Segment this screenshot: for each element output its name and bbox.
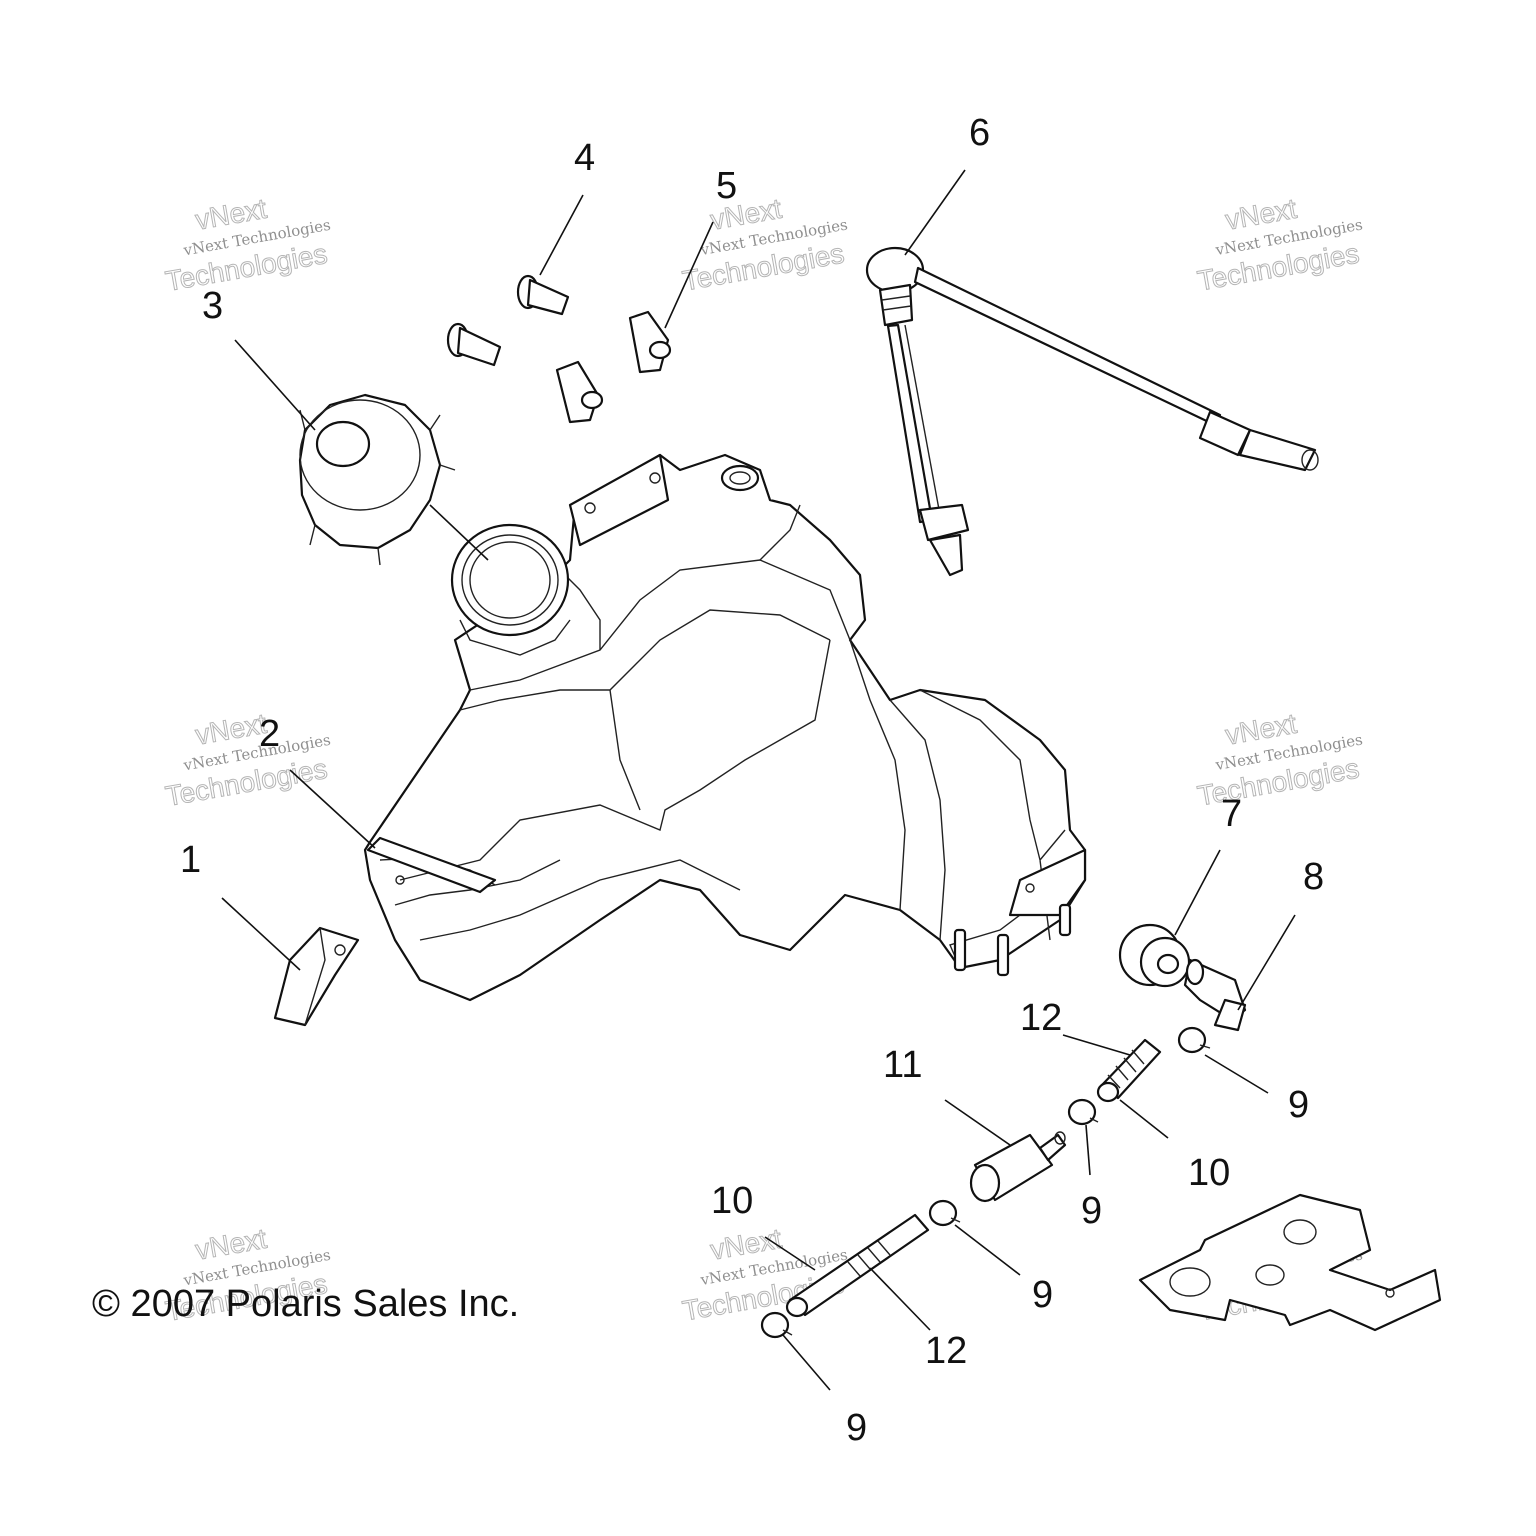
callout-11: 11 <box>883 1044 922 1086</box>
callout-4: 4 <box>574 137 595 179</box>
callout-7: 7 <box>1221 793 1242 835</box>
callout-12-a: 12 <box>1020 997 1062 1039</box>
callout-10-b: 10 <box>711 1180 753 1222</box>
part-6-fuel-sender[interactable] <box>865 246 1319 577</box>
part-3-fuel-cap[interactable] <box>298 393 456 566</box>
watermark-mid-left: vNext vNext Technologies Technologies <box>163 707 332 812</box>
callout-8: 8 <box>1303 856 1324 898</box>
callout-9-c: 9 <box>1032 1274 1053 1316</box>
callout-9-b: 9 <box>1081 1190 1102 1232</box>
part-10-hose-lower[interactable] <box>785 1213 930 1318</box>
part-5-clip-nut-upper[interactable] <box>628 310 672 374</box>
watermark-top-center: vNext vNext Technologies Technologies <box>680 192 849 297</box>
watermark-mid-right: vNext vNext Technologies Technologies <box>1195 707 1364 812</box>
callout-10-a: 10 <box>1188 1152 1230 1194</box>
part-8-elbow-fitting[interactable] <box>1183 958 1247 1032</box>
part-11-fuel-filter[interactable] <box>969 1131 1067 1203</box>
part-1-bracket[interactable] <box>273 926 360 1027</box>
callout-9-a: 9 <box>1288 1084 1309 1126</box>
part-9-clamp-d[interactable] <box>760 1311 793 1339</box>
copyright-notice: © 2007 Polaris Sales Inc. <box>92 1283 519 1325</box>
part-4-rivet-lower[interactable] <box>446 322 502 367</box>
leader-lines <box>221 169 1296 1391</box>
callout-6: 6 <box>969 112 990 154</box>
part-12-spring-upper[interactable] <box>1107 1049 1145 1089</box>
part-9-clamp-b[interactable] <box>1067 1098 1099 1126</box>
callout-9-d: 9 <box>846 1407 867 1449</box>
callout-1: 1 <box>180 839 201 881</box>
watermark-top-right: vNext vNext Technologies Technologies <box>1195 192 1364 297</box>
part-5-clip-nut-lower[interactable] <box>555 360 604 424</box>
callout-3: 3 <box>202 285 223 327</box>
watermark-top-left: vNext vNext Technologies Technologies <box>163 192 332 297</box>
part-9-clamp-a[interactable] <box>1177 1026 1211 1054</box>
callout-5: 5 <box>716 165 737 207</box>
mounting-bracket[interactable] <box>1138 1193 1442 1332</box>
callout-12-b: 12 <box>925 1330 967 1372</box>
watermark-bottom-center: vNext vNext Technologies Technologies <box>680 1222 849 1327</box>
callout-2: 2 <box>259 713 280 755</box>
part-12-spring-lower[interactable] <box>847 1240 891 1277</box>
part-7-grommet[interactable] <box>1118 923 1191 988</box>
part-4-rivet-upper[interactable] <box>516 274 570 316</box>
part-10-hose-upper[interactable] <box>1096 1038 1162 1103</box>
part-9-clamp-c[interactable] <box>928 1199 961 1227</box>
